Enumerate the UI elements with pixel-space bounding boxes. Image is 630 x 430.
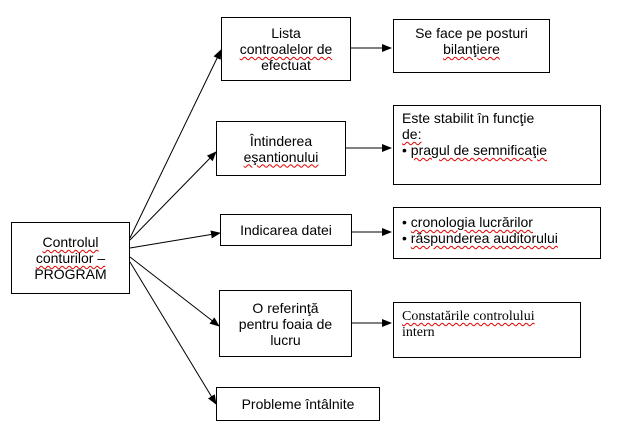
detail-constatarile-line-1: Constatările controlului [402,309,535,324]
branch-node-lista: Lista controalelor de efectuat [221,17,351,81]
branch-referinta-line-1: O referinţă [252,299,319,316]
root-line-2: conturilor – [36,250,105,266]
branch-referinta-line-3: lucru [270,331,301,348]
branch-lista-line-3: efectuat [261,57,311,73]
detail-functie-bullet-1: pragul de semnificaţie [402,142,547,158]
branch-node-indicarea: Indicarea datei [220,214,352,246]
branch-referinta-line-2: pentru foaia de [238,315,333,332]
root-node: Controlul conturilor – PROGRAM [11,222,130,294]
detail-node-constatarile: Constatările controlului intern [393,302,581,358]
detail-cronologia-bullet-2-text: răspunderea auditorului [410,230,558,246]
detail-cronologia-bullet-2: răspunderea auditorului [402,230,558,246]
arrow-root-to-intinderea [129,151,217,241]
detail-cronologia-bullet-1: cronologia lucrărilor [402,214,533,230]
branch-node-probleme: Probleme întâlnite [216,387,380,421]
detail-posturi-line-2: bilanţiere [443,41,500,57]
detail-node-posturi: Se face pe posturi bilanţiere [393,19,550,73]
arrow-root-to-referinta [129,256,220,327]
detail-functie-bullet-1-text: pragul de semnificaţie [410,142,547,158]
detail-functie-intro-1: Este stabilit în funcţie [402,110,535,126]
root-line-2-text: conturilor – [35,250,106,266]
branch-lista-line-2: controalelor de [239,41,333,57]
detail-node-functie: Este stabilit în funcţie de: pragul de s… [393,105,601,185]
arrow-root-to-lista [129,49,222,239]
detail-cronologia-bullet-1-text: cronologia lucrărilor [410,214,533,230]
branch-node-intinderea: Întinderea eşantionului [216,121,346,176]
detail-constatarile-line-2: intern [402,325,435,340]
detail-node-cronologia: cronologia lucrărilor răspunderea audito… [393,207,601,259]
branch-node-referinta: O referinţă pentru foaia de lucru [219,290,352,357]
root-line-1: Controlul [42,234,99,250]
branch-intinderea-line-1: Întinderea [249,132,313,149]
arrow-root-to-probleme [129,261,217,405]
branch-indicarea-line-1: Indicarea datei [240,222,332,238]
branch-lista-line-1: Lista [271,25,301,41]
detail-functie-intro-2: de: [402,126,422,142]
detail-posturi-line-1: Se face pe posturi [415,25,528,41]
arrow-root-to-indicarea [129,230,221,249]
root-line-3: PROGRAM [34,266,107,282]
branch-probleme-line-1: Probleme întâlnite [241,396,355,412]
branch-intinderea-line-2: eşantionului [243,148,319,165]
